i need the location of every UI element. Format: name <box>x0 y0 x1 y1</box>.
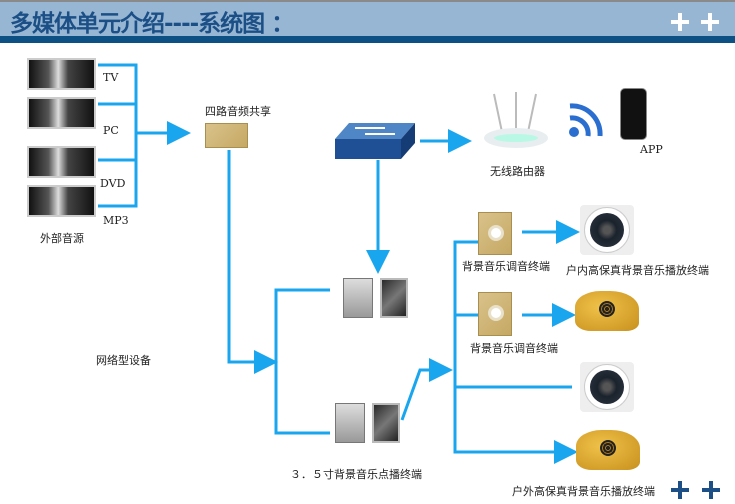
rock-speaker-icon <box>575 291 639 331</box>
source-label: TV <box>103 71 119 84</box>
plus-icon <box>671 13 689 31</box>
plus-icon <box>701 13 719 31</box>
smartphone-icon <box>620 88 647 140</box>
tuning-label: 背景音乐调音终端 <box>470 342 558 355</box>
tuning-panel <box>478 292 512 336</box>
wifi-icon <box>569 103 603 137</box>
source-label: MP3 <box>103 214 129 227</box>
keypad-device <box>343 278 373 318</box>
source-label: PC <box>103 124 119 137</box>
plus-icon <box>671 481 689 499</box>
source-video-thumbnail <box>27 146 96 178</box>
plus-icon <box>702 481 720 499</box>
knob-icon <box>488 225 504 241</box>
ceiling-speaker-icon <box>580 362 634 412</box>
outdoor-speaker-label: 户外高保真背景音乐播放终端 <box>512 485 655 498</box>
router-label: 无线路由器 <box>490 165 545 178</box>
audio-share-panel <box>205 123 248 148</box>
touch-panel-device <box>380 278 408 318</box>
keypad-device <box>335 403 365 443</box>
indoor-speaker-label: 户内高保真背景音乐播放终端 <box>566 264 709 277</box>
rock-speaker-icon <box>576 430 640 470</box>
page-title: 多媒体单元介绍----系统图 ： <box>10 11 294 37</box>
knob-icon <box>488 305 504 321</box>
source-video-thumbnail <box>27 58 96 90</box>
tuning-label: 背景音乐调音终端 <box>462 260 550 273</box>
ceiling-speaker-icon <box>580 205 634 255</box>
source-video-thumbnail <box>27 185 96 217</box>
terminal-label: ３．５寸背景音乐点播终端 <box>290 468 422 481</box>
external-source-label: 外部音源 <box>40 232 84 245</box>
network-devices-label: 网络型设备 <box>96 354 151 367</box>
tuning-panel <box>478 212 512 255</box>
source-label: DVD <box>100 177 126 190</box>
source-video-thumbnail <box>27 97 96 129</box>
header-bar <box>0 36 735 43</box>
header-band <box>0 0 735 36</box>
network-switch-icon <box>335 123 415 159</box>
touch-panel-device <box>372 403 400 443</box>
app-label: APP <box>640 143 663 156</box>
wireless-router-icon <box>484 92 548 148</box>
audio-share-label: 四路音频共享 <box>205 105 271 118</box>
